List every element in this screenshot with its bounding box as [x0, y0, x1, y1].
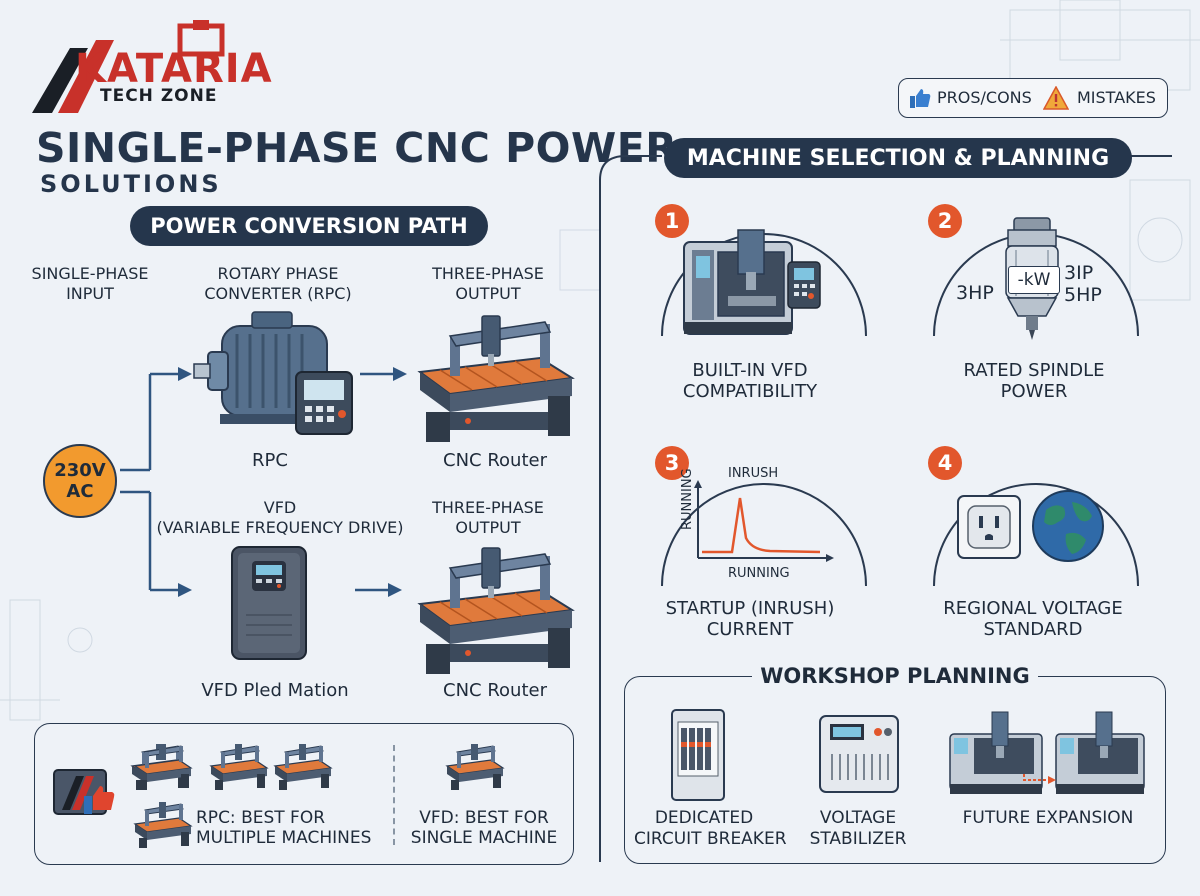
item-3-label: STARTUP (INRUSH) CURRENT	[665, 598, 835, 640]
rpc-heading: ROTARY PHASE CONVERTER (RPC)	[204, 264, 352, 303]
future-expansion-icon	[949, 711, 1145, 794]
item-2-label: RATED SPINDLE POWER	[963, 360, 1105, 402]
vfd-heading: VFD (VARIABLE FREQUENCY DRIVE)	[156, 498, 404, 537]
comparison-box	[34, 723, 574, 865]
right-section-frame	[599, 155, 1172, 862]
power-source-badge: 230V AC	[43, 444, 117, 518]
legend-pros-label: PROS/CONS	[937, 88, 1032, 107]
graph-x-label: RUNNING	[728, 566, 790, 581]
item-4-label: REGIONAL VOLTAGE STANDARD	[943, 598, 1123, 640]
voltage-stabilizer-icon	[819, 715, 899, 793]
item-1-label: BUILT-IN VFD COMPATIBILITY	[682, 360, 818, 402]
router-caption-2: CNC Router	[443, 680, 547, 701]
spindle-power-unit: -kW	[1008, 266, 1060, 294]
step-badge-1: 1	[655, 204, 689, 238]
brand-line-1: KATARIA	[75, 46, 273, 92]
thumbs-up-icon	[910, 89, 931, 108]
legend: PROS/CONS MISTAKES	[898, 78, 1168, 118]
input-label: SINGLE-PHASE INPUT	[31, 264, 149, 303]
section-title-machine-selection: MACHINE SELECTION & PLANNING	[664, 138, 1132, 178]
rpc-caption: RPC	[252, 450, 288, 471]
workshop-title: WORKSHOP PLANNING	[752, 662, 1038, 690]
spindle-value-right: 3IP 5HP	[1064, 262, 1102, 306]
circuit-breaker-icon	[671, 709, 725, 801]
brand-logo	[32, 20, 225, 113]
cnc-router-icon	[417, 315, 575, 442]
graph-y-label: RUNNING	[680, 468, 695, 530]
cnc-router-icon	[210, 743, 268, 791]
cnc-router-icon	[274, 743, 332, 791]
workshop-item-1-label: DEDICATED CIRCUIT BREAKER	[634, 808, 787, 849]
workshop-item-2-label: VOLTAGE STABILIZER	[809, 808, 907, 849]
comparison-divider	[393, 745, 395, 845]
page-subtitle: SOLUTIONS	[40, 170, 222, 198]
page-title: SINGLE-PHASE CNC POWER	[36, 124, 678, 172]
cnc-router-icon	[134, 801, 192, 849]
comparison-logo-icon	[53, 769, 115, 815]
power-path-connectors	[120, 367, 407, 597]
vfd-drive-icon	[231, 546, 307, 660]
bottom-rpc-label: RPC: BEST FOR MULTIPLE MACHINES	[196, 808, 372, 848]
cnc-router-icon	[446, 743, 504, 791]
step-badge-3: 3	[655, 446, 689, 480]
inrush-current-graph	[694, 480, 834, 562]
output-heading-1: THREE-PHASE OUTPUT	[432, 264, 544, 303]
legend-mistakes-label: MISTAKES	[1077, 88, 1156, 107]
router-caption-1: CNC Router	[443, 450, 547, 471]
section-title-power-path: POWER CONVERSION PATH	[130, 206, 488, 246]
machining-center-icon	[683, 229, 821, 335]
workshop-item-3-label: FUTURE EXPANSION	[962, 808, 1134, 828]
step-badge-4: 4	[928, 446, 962, 480]
vfd-caption: VFD Pled Mation	[201, 680, 349, 701]
warning-icon	[1043, 86, 1069, 110]
cnc-router-icon	[417, 547, 575, 674]
output-heading-2: THREE-PHASE OUTPUT	[432, 498, 544, 537]
brand-line-2: TECH ZONE	[100, 86, 218, 106]
cnc-router-icon	[134, 743, 192, 791]
bottom-vfd-label: VFD: BEST FOR SINGLE MACHINE	[410, 808, 558, 848]
step-badge-2: 2	[928, 204, 962, 238]
wall-outlet-icon	[957, 495, 1021, 559]
spindle-value-left: 3HP	[956, 282, 994, 304]
globe-icon	[1032, 490, 1104, 562]
rotary-phase-converter-icon	[193, 311, 353, 435]
graph-peak-label: INRUSH	[728, 466, 779, 481]
